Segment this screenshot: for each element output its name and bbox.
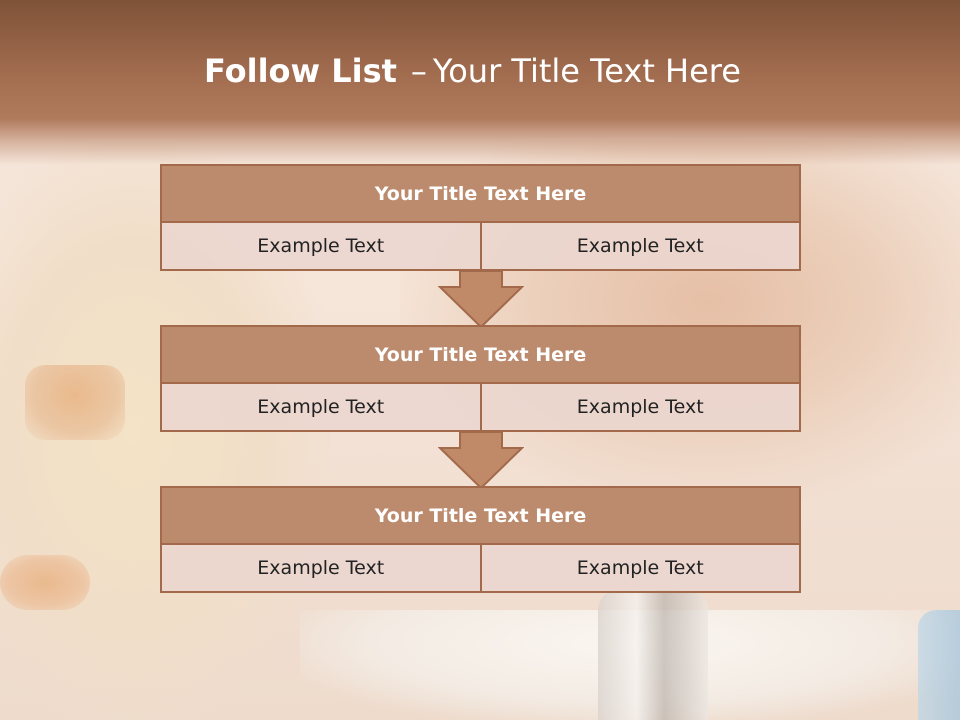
follow-block-3-left-text: Example Text — [162, 545, 480, 591]
follow-block-1-title: Your Title Text Here — [162, 166, 799, 223]
follow-block-2: Your Title Text Here Example Text Exampl… — [160, 325, 801, 432]
follow-block-3-row: Example Text Example Text — [162, 545, 799, 591]
follow-block-3-right-text: Example Text — [479, 545, 799, 591]
background-faucet — [598, 590, 708, 720]
slide-title-strong: Follow List — [204, 52, 397, 90]
slide-title-dash: – — [410, 52, 427, 90]
follow-block-2-row: Example Text Example Text — [162, 384, 799, 430]
follow-block-1-left-text: Example Text — [162, 223, 480, 269]
follow-block-3-title: Your Title Text Here — [162, 488, 799, 545]
follow-block-2-right-text: Example Text — [479, 384, 799, 430]
follow-block-3: Your Title Text Here Example Text Exampl… — [160, 486, 801, 593]
slide-title: Follow List–Your Title Text Here — [0, 52, 945, 90]
background-blue-bottle — [918, 610, 960, 720]
follow-block-1-right-text: Example Text — [479, 223, 799, 269]
follow-block-1: Your Title Text Here Example Text Exampl… — [160, 164, 801, 271]
down-arrow-icon — [438, 432, 524, 490]
background-bottle-cap — [25, 365, 125, 440]
down-arrow-icon — [438, 271, 524, 329]
slide-title-rest: Your Title Text Here — [432, 52, 741, 90]
background-jar-lid — [0, 555, 90, 610]
title-band — [0, 0, 960, 165]
follow-block-1-row: Example Text Example Text — [162, 223, 799, 269]
follow-block-2-left-text: Example Text — [162, 384, 480, 430]
follow-block-2-title: Your Title Text Here — [162, 327, 799, 384]
